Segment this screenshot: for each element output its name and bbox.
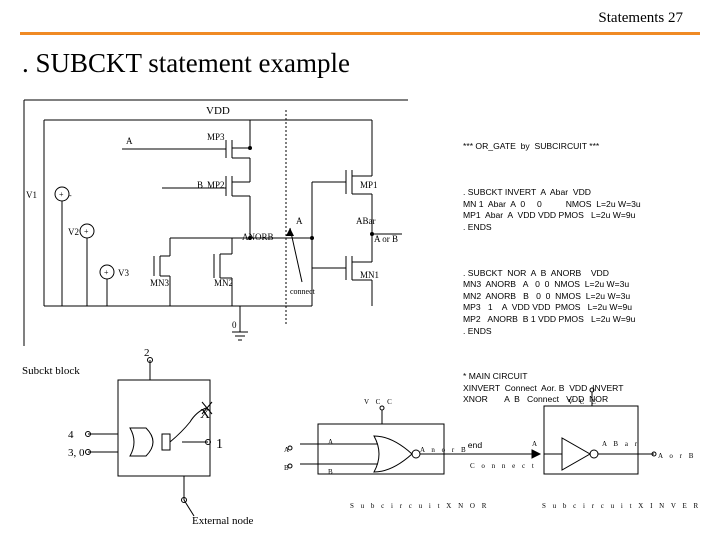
- input-a-label: A: [126, 136, 133, 146]
- v1-plus: +: [59, 190, 64, 199]
- vcc-xnor-label: V C C: [364, 398, 394, 406]
- netlist-block: *** OR_GATE by SUBCIRCUIT ***: [463, 141, 641, 153]
- input-b-label: B: [197, 180, 203, 190]
- subcircuit-xnor-caption: S u b c i r c u i t X N O R: [350, 502, 489, 510]
- connect-net-label: C o n n e c t: [470, 462, 536, 470]
- v3-label: V3: [118, 268, 129, 278]
- page-header-text: Statements 27: [598, 10, 683, 26]
- a-or-b-label: A or B: [374, 234, 398, 244]
- v1-minus: -: [69, 191, 72, 200]
- x-mark-label: X: [200, 407, 210, 422]
- pin-3-label: 3, 0: [68, 447, 85, 459]
- or-gate-schematic: VDD A B MP3 MP2 MP1 MN2 MN3 MN1 V1 V2 V3…: [23, 99, 408, 346]
- netlist-line: . end: [463, 440, 483, 451]
- netlist-line: MP2 ANORB B 1 VDD PMOS L=2u W=9u: [463, 313, 636, 324]
- subckt-block-label: Subckt block: [22, 365, 80, 377]
- netlist-line: MN 1 Abar A 0 0 NMOS L=2u W=3u: [463, 198, 641, 209]
- vcc-invert-label: V C C: [568, 398, 598, 406]
- netlist-line: XNOR A B Connect VDD NOR: [463, 394, 609, 405]
- pin-1-label: 1: [216, 437, 223, 452]
- spice-netlist: *** OR_GATE by SUBCIRCUIT *** . SUBCKT I…: [463, 118, 641, 474]
- slide-title: . SUBCKT statement example: [22, 48, 350, 78]
- slide-header: Statements 27: [0, 0, 720, 40]
- netlist-block: . end: [463, 440, 641, 452]
- xnor-b-input: B: [284, 464, 291, 472]
- netlist-line: XINVERT Connect Aor. B VDD INVERT: [463, 382, 624, 393]
- netlist-line: *** OR_GATE by SUBCIRCUIT ***: [463, 141, 600, 152]
- invert-a-label: A: [532, 440, 540, 448]
- mp2-label: MP2: [207, 180, 225, 190]
- mp3-label: MP3: [207, 132, 225, 142]
- netlist-line: . SUBCKT INVERT A Abar VDD: [463, 186, 591, 197]
- mp1-label: MP1: [360, 180, 378, 190]
- netlist-line: . ENDS: [463, 221, 492, 232]
- v2-label: V2: [68, 227, 79, 237]
- abar-label: ABar: [356, 216, 376, 226]
- pin-4-label: 4: [68, 429, 74, 441]
- netlist-line: MP1 Abar A VDD VDD PMOS L=2u W=9u: [463, 210, 636, 221]
- invert-abar-label: A B a r: [602, 440, 640, 448]
- a-or-b-output-label: A o r B: [658, 452, 696, 460]
- netlist-line: MN2 ANORB B 0 0 NMOS L=2u W=3u: [463, 290, 631, 301]
- inverter-input-label: A: [296, 216, 303, 226]
- vdd-label: VDD: [206, 105, 230, 117]
- xnor-a-input: A: [284, 446, 292, 454]
- mn3-label: MN3: [150, 278, 170, 288]
- external-node-label: External node: [192, 515, 254, 527]
- anorb-node-label: ANORB: [242, 232, 274, 242]
- mn2-label: MN2: [214, 278, 233, 288]
- v2-plus: +: [84, 227, 89, 236]
- netlist-line: * MAIN CIRCUIT: [463, 371, 528, 382]
- ground-zero-label: 0: [232, 320, 237, 330]
- mn1-label: MN1: [360, 270, 379, 280]
- connect-label: connect: [290, 287, 316, 296]
- netlist-line: MN3 ANORB A 0 0 NMOS L=2u W=3u: [463, 279, 630, 290]
- v3-plus: +: [104, 268, 109, 277]
- subcircuit-xinvert-caption: S u b c i r c u i t X I N V E R T: [542, 502, 698, 510]
- anorb-output-label: A n o r B: [420, 446, 468, 454]
- xnor-b-pin: B: [328, 468, 335, 476]
- subckt-block-diagrams: Subckt block 2 4 3, 0 1 X External node …: [22, 348, 698, 527]
- netlist-line: . ENDS: [463, 325, 492, 336]
- netlist-line: . SUBCKT NOR A B ANORB VDD: [463, 267, 609, 278]
- netlist-line: MP3 1 A VDD VDD PMOS L=2u W=9u: [463, 302, 633, 313]
- v1-label: V1: [26, 190, 37, 200]
- xnor-a-pin: A: [328, 438, 336, 446]
- pin-2-label: 2: [144, 348, 150, 359]
- header-rule: [20, 32, 700, 35]
